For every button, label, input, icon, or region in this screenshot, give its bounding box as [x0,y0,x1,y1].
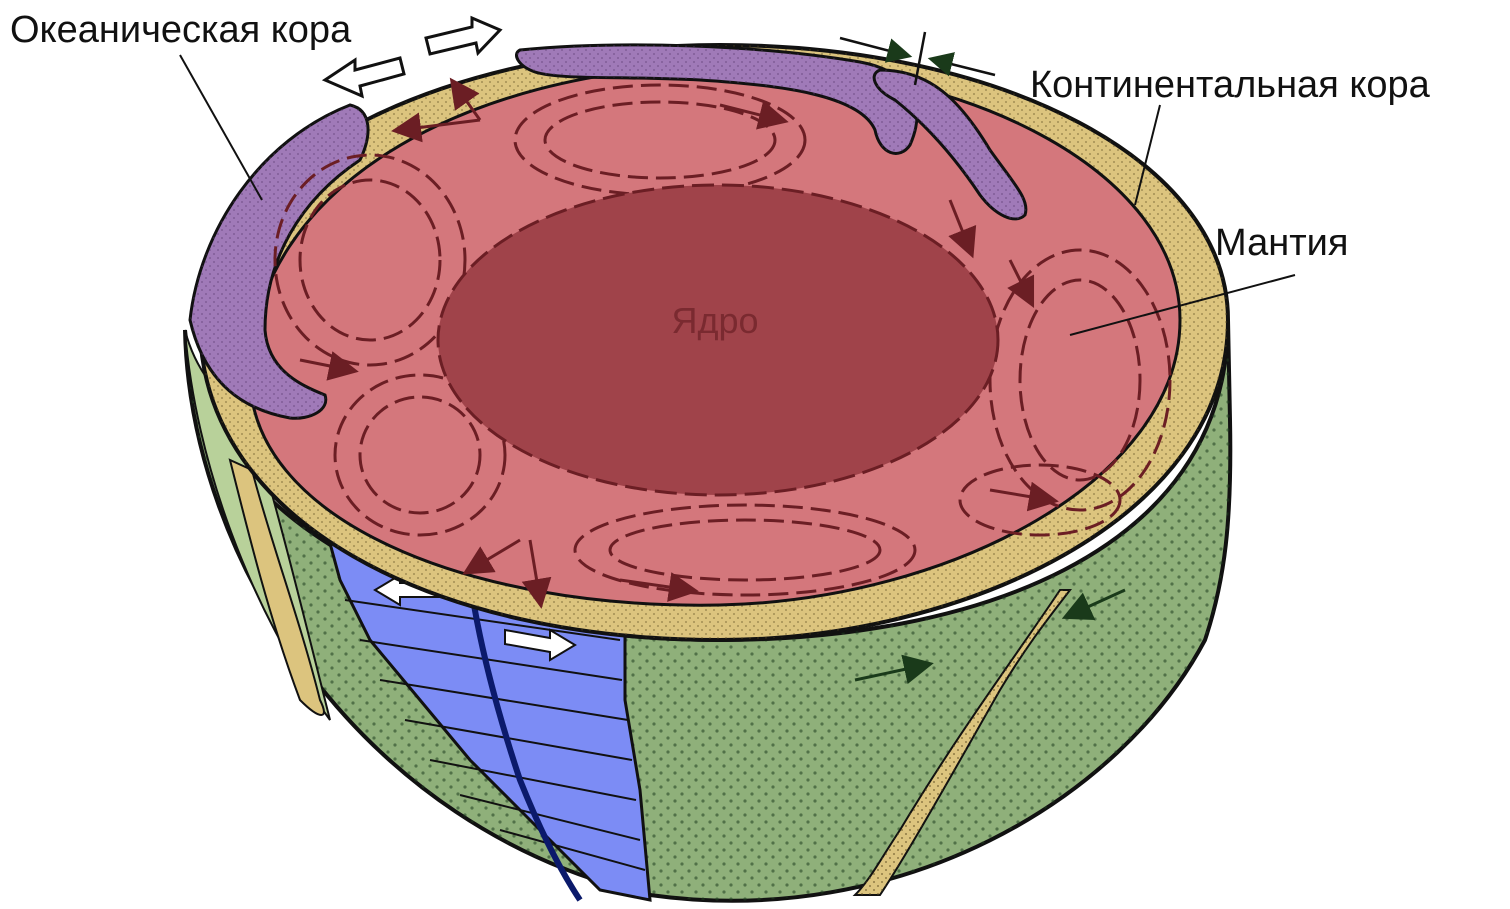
divergence-arrow-left [325,58,404,96]
label-mantle: Мантия [1215,222,1348,264]
core-label: Ядро [671,300,758,341]
divergence-arrow-right [426,18,500,54]
label-continental-crust: Континентальная кора [1030,64,1431,106]
label-oceanic-crust: Океаническая кора [10,9,352,51]
core: Ядро [438,185,998,495]
leader-oceanic [180,55,262,200]
